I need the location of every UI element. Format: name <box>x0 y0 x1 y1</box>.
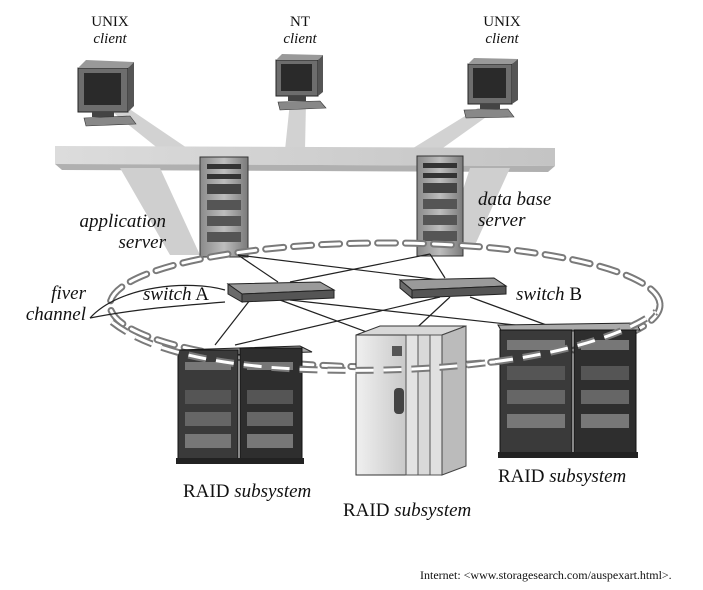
application-server-line2: server <box>118 232 166 253</box>
database-server-line1: data base <box>478 189 552 210</box>
database-server-label: data base server <box>478 189 588 231</box>
client-role-3: client <box>485 31 519 47</box>
raid-left-name: RAID <box>183 481 230 502</box>
client-os-3: UNIX <box>483 14 521 30</box>
client-computer-3 <box>463 58 518 119</box>
fiber-channel-loop-front <box>109 309 659 374</box>
switch-a-id: A <box>195 284 209 305</box>
raid-right-name: RAID <box>498 466 545 487</box>
client-label-1: UNIX client <box>80 14 140 48</box>
fiber-channel-label: fiver channel <box>0 283 86 325</box>
client-label-2: NT client <box>270 14 330 48</box>
client-role-1: client <box>93 31 127 47</box>
switch-b-device <box>398 277 508 300</box>
raid-subsystem-middle-device <box>355 325 467 476</box>
client-role-2: client <box>283 31 317 47</box>
raid-subsystem-left-device <box>176 345 313 464</box>
fiber-channel-line1: fiver <box>51 283 86 304</box>
database-server-line2: server <box>478 210 526 231</box>
switch-a-device <box>226 281 336 303</box>
client-label-3: UNIX client <box>472 14 532 48</box>
switch-b-id: B <box>569 284 582 305</box>
raid-subsystem-left-label: RAID subsystem <box>183 481 311 502</box>
raid-left-word: subsystem <box>234 481 312 502</box>
raid-subsystem-right-label: RAID subsystem <box>498 466 626 487</box>
switch-b-label: switch B <box>516 284 582 305</box>
client-os-2: NT <box>290 14 310 30</box>
application-server-line1: application <box>79 211 166 232</box>
raid-right-word: subsystem <box>549 466 627 487</box>
database-server-tower <box>416 155 464 257</box>
application-server-tower <box>199 156 249 258</box>
fiber-channel-line2: channel <box>25 304 86 325</box>
client-computer-1 <box>77 60 137 127</box>
network-cables <box>89 253 561 349</box>
client-os-1: UNIX <box>91 14 129 30</box>
raid-middle-word: subsystem <box>394 500 472 521</box>
application-server-label: application server <box>56 211 166 253</box>
switch-a-word: switch <box>143 284 192 305</box>
switch-a-label: switch A <box>143 284 209 305</box>
switch-b-word: switch <box>516 284 565 305</box>
client-computer-2 <box>275 54 327 111</box>
raid-middle-name: RAID <box>343 500 390 521</box>
raid-subsystem-middle-label: RAID subsystem <box>343 500 471 521</box>
source-citation: Internet: <www.storagesearch.com/auspexa… <box>420 568 672 582</box>
raid-subsystem-right-device <box>497 322 641 458</box>
